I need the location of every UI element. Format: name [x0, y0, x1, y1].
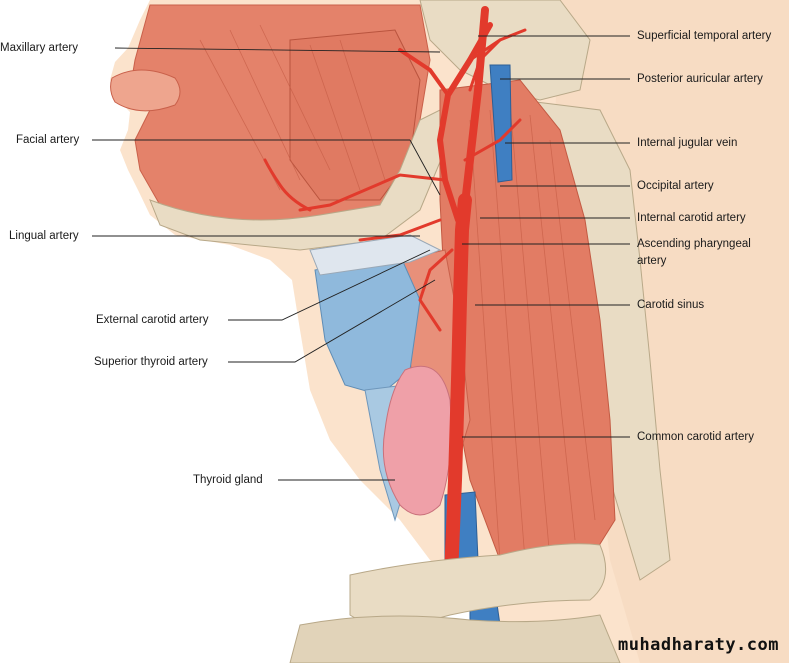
leader-lines [92, 35, 630, 481]
label-ascending-pharyngeal-artery-line2: artery [637, 255, 667, 267]
label-internal-jugular-vein: Internal jugular vein [637, 137, 738, 149]
label-posterior-auricular-artery: Posterior auricular artery [637, 73, 763, 85]
label-thyroid-gland: Thyroid gland [193, 474, 263, 486]
label-superficial-temporal-artery: Superficial temporal artery [637, 30, 772, 42]
thyroid-gland [382, 365, 452, 516]
label-lingual-artery: Lingual artery [9, 230, 79, 242]
label-carotid-sinus: Carotid sinus [637, 299, 705, 311]
label-ascending-pharyngeal-artery: Ascending pharyngeal [637, 238, 751, 250]
label-external-carotid-artery: External carotid artery [96, 314, 209, 326]
mandible [149, 109, 446, 251]
watermark: muhadharaty.com [617, 635, 779, 655]
first-rib [289, 614, 621, 663]
label-facial-artery: Facial artery [16, 134, 80, 146]
hyoid [309, 234, 442, 276]
skull-bone [419, 0, 591, 101]
muscle-fibers [199, 24, 596, 561]
label-maxillary-artery: Maxillary artery [0, 42, 78, 54]
lips [110, 69, 181, 112]
label-superior-thyroid-artery: Superior thyroid artery [94, 356, 208, 368]
label-common-carotid-artery: Common carotid artery [637, 431, 754, 443]
label-occipital-artery: Occipital artery [637, 180, 714, 192]
label-internal-carotid-artery: Internal carotid artery [637, 212, 746, 224]
